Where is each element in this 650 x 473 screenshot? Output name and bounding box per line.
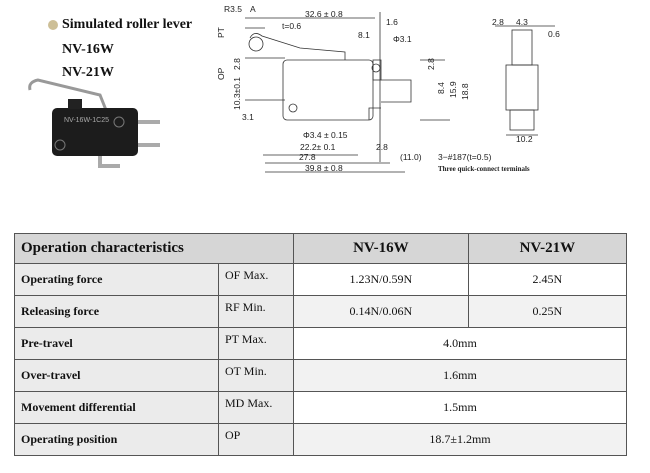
row-name: Operating position <box>14 423 219 456</box>
dim-2-8a: 2.8 <box>232 58 242 70</box>
dim-t06: t=0.6 <box>282 21 301 31</box>
row-symbol: OF Max. <box>218 263 294 296</box>
dim-27-8: 27.8 <box>299 152 316 162</box>
header-nv16w: NV-16W <box>293 233 469 264</box>
value-nv21w: 2.45N <box>467 263 628 296</box>
operation-characteristics-table: Operation characteristics NV-16W NV-21W … <box>14 233 628 456</box>
value-shared: 18.7±1.2mm <box>293 423 627 456</box>
model-nv21w: NV-21W <box>62 65 114 80</box>
dim-1-6: 1.6 <box>386 17 398 27</box>
bullet-icon <box>48 20 58 30</box>
value-nv21w: 0.25N <box>467 295 628 328</box>
table-row: Over-travel OT Min. 1.6mm <box>14 359 627 392</box>
dim-2-8b: 2.8 <box>426 58 436 70</box>
header-nv21w: NV-21W <box>467 233 628 264</box>
part-label: NV-16W-1C25 <box>64 117 109 124</box>
header-characteristics: Operation characteristics <box>14 233 294 264</box>
row-name: Pre-travel <box>14 327 219 360</box>
row-name: Over-travel <box>14 359 219 392</box>
row-symbol: OT Min. <box>218 359 294 392</box>
dim-a: A <box>250 4 256 14</box>
dim-3-1: 3.1 <box>242 112 254 122</box>
table-row: Releasing force RF Min. 0.14N/0.06N 0.25… <box>14 295 628 328</box>
dim-phi34: Φ3.4 ± 0.15 <box>303 130 348 140</box>
dim-22-2: 22.2± 0.1 <box>300 142 336 152</box>
side-dim-2-8: 2.8 <box>492 17 504 27</box>
dimension-labels: R3.5 A 32.6 ± 0.8 t=0.6 1.6 8.1 Φ3.1 PT … <box>216 4 560 173</box>
row-symbol: OP <box>218 423 294 456</box>
dim-32-6: 32.6 ± 0.8 <box>305 9 343 19</box>
dim-phi31: Φ3.1 <box>393 34 412 44</box>
dim-2-8c: 2.8 <box>376 142 388 152</box>
row-symbol: MD Max. <box>218 391 294 424</box>
dim-8-1: 8.1 <box>358 30 370 40</box>
side-view-drawing <box>495 25 555 136</box>
side-dim-4-3: 4.3 <box>516 17 528 27</box>
value-nv16w: 1.23N/0.59N <box>293 263 469 296</box>
dim-op: OP <box>216 67 226 80</box>
dim-r35: R3.5 <box>224 4 242 14</box>
table-header: Operation characteristics NV-16W NV-21W <box>14 233 628 264</box>
dim-18-8: 18.8 <box>460 83 470 100</box>
dim-11-0: (11.0) <box>400 152 422 162</box>
value-shared: 1.5mm <box>293 391 627 424</box>
product-drawings: NV-16W-1C25 R3.5 A 32.6 ± 0.8 t=0.6 1.6 … <box>28 4 560 173</box>
table-row: Pre-travel PT Max. 4.0mm <box>14 327 627 360</box>
dim-8-4: 8.4 <box>436 82 446 94</box>
row-name: Operating force <box>14 263 219 296</box>
table-row: Movement differential MD Max. 1.5mm <box>14 391 627 424</box>
side-dim-0-6: 0.6 <box>548 29 560 39</box>
side-dim-10-2: 10.2 <box>516 134 533 144</box>
terminals-note: Three quick-connect terminals <box>438 165 530 173</box>
dim-39-8: 39.8 ± 0.8 <box>305 163 343 173</box>
series-title: Simulated roller lever <box>62 17 193 32</box>
value-shared: 4.0mm <box>293 327 627 360</box>
row-name: Movement differential <box>14 391 219 424</box>
table-row: Operating position OP 18.7±1.2mm <box>14 423 627 456</box>
value-nv16w: 0.14N/0.06N <box>293 295 469 328</box>
dim-15-9: 15.9 <box>448 81 458 98</box>
dim-10-3: 10.3±0.1 <box>232 77 242 110</box>
dim-pt: PT <box>216 27 226 38</box>
row-symbol: RF Min. <box>218 295 294 328</box>
row-symbol: PT Max. <box>218 327 294 360</box>
model-nv16w: NV-16W <box>62 42 114 57</box>
switch-photo: NV-16W-1C25 <box>28 78 160 168</box>
row-name: Releasing force <box>14 295 219 328</box>
table-row: Operating force OF Max. 1.23N/0.59N 2.45… <box>14 263 628 296</box>
value-shared: 1.6mm <box>293 359 627 392</box>
terminals-spec: 3−#187(t=0.5) <box>438 152 492 162</box>
front-view-drawing <box>245 12 450 173</box>
